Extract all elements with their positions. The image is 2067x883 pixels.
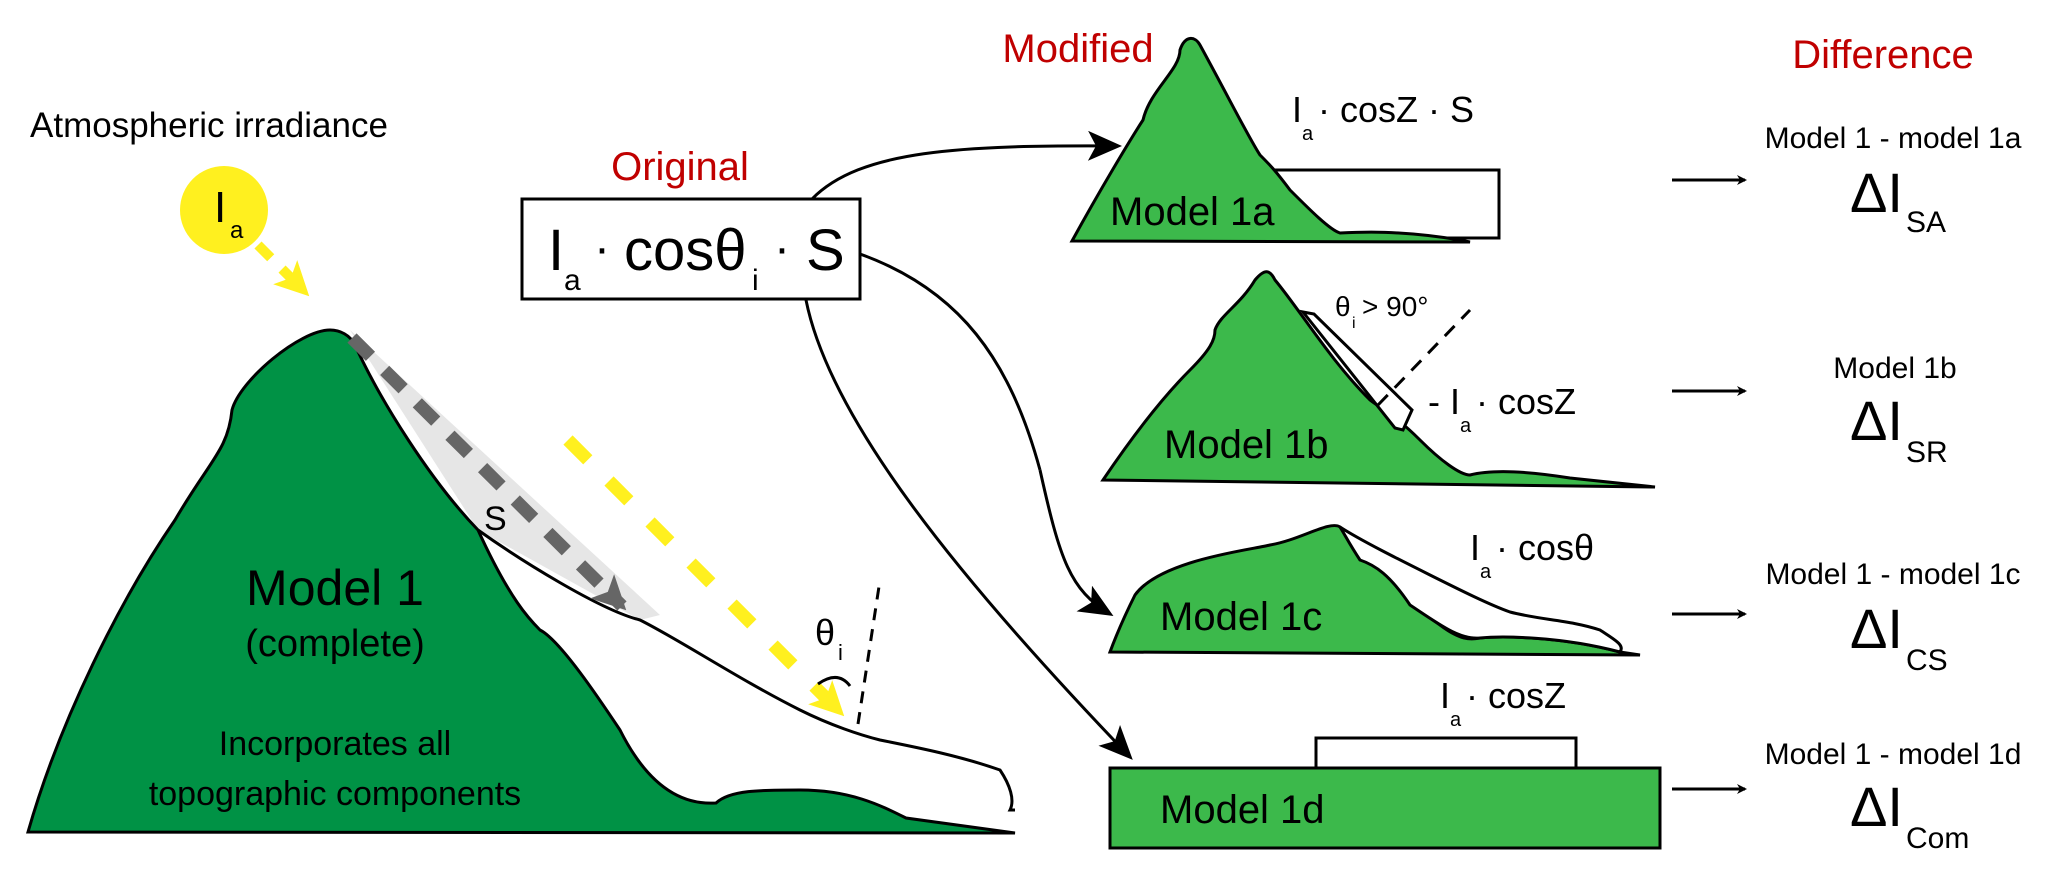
sun-symbol: I — [214, 183, 226, 232]
connector-to-model1c — [1038, 469, 1114, 617]
difference-caption: Model 1 - model 1c — [1765, 558, 2020, 591]
svg-text:I: I — [548, 218, 564, 283]
original-heading: Original — [611, 145, 749, 189]
difference-delta: ΔI — [1850, 775, 1903, 838]
model1c-formula: · cosθ — [1496, 527, 1594, 568]
incident-ray-arrow — [563, 435, 845, 717]
model1c-panel: Model 1c I a · cosθ — [1107, 524, 1641, 657]
model1b-condition-theta: θ — [1335, 291, 1351, 322]
original-formula-box — [520, 197, 862, 301]
connector-to-model1d — [804, 299, 1133, 760]
sun-ray-arrow — [254, 241, 310, 297]
model1-description-line1: Incorporates all — [219, 725, 451, 763]
model1-name: Model 1 — [246, 560, 424, 616]
model1b-name: Model 1b — [1164, 423, 1329, 467]
model1a-mountain — [1069, 37, 1471, 244]
svg-text:·: · — [774, 222, 790, 275]
sun-icon: I a — [180, 166, 268, 254]
difference-delta: ΔI — [1850, 389, 1903, 452]
svg-text:cosθ: cosθ — [624, 218, 747, 283]
theta-subscript: i — [838, 640, 843, 665]
svg-text:a: a — [1480, 561, 1492, 583]
slope-path-arrow — [347, 333, 627, 611]
difference-caption: Model 1 - model 1d — [1765, 738, 2022, 771]
theta-label: θ — [815, 612, 835, 653]
model1b-self-shade-box — [1299, 309, 1414, 432]
difference-subscript: Com — [1906, 822, 1969, 855]
surface-normal-line — [856, 579, 882, 725]
original-formula: I a · cosθ i · S — [548, 218, 845, 297]
model1-description-line2: topographic components — [149, 775, 521, 813]
model1d-raised-box — [1314, 736, 1578, 770]
difference-caption: Model 1b — [1833, 352, 1956, 385]
slope-label: S — [484, 500, 507, 538]
difference-item-sa: Model 1 - model 1a ΔI SA — [1672, 122, 2022, 239]
model1d-formula-I: I — [1440, 675, 1450, 716]
svg-text:a: a — [1302, 123, 1314, 145]
difference-item-com: Model 1 - model 1d ΔI Com — [1672, 738, 2021, 855]
model1b-condition: > 90° — [1362, 291, 1428, 322]
model1-qualifier: (complete) — [245, 623, 425, 665]
model1a-formula: · cosZ · S — [1318, 89, 1474, 130]
model1c-sky-region — [1338, 525, 1623, 654]
difference-delta: ΔI — [1850, 161, 1903, 224]
sun-subscript: a — [230, 217, 244, 244]
model1a-formula-I: I — [1292, 89, 1302, 130]
svg-text:·: · — [594, 222, 610, 275]
model1b-mountain — [1100, 270, 1656, 489]
model1a-name: Model 1a — [1110, 190, 1275, 234]
model1b-formula: · cosZ — [1476, 381, 1576, 422]
difference-item-cs: Model 1 - model 1c ΔI CS — [1672, 558, 2021, 677]
model1c-formula-I: I — [1470, 527, 1480, 568]
slope-shadow-region — [350, 330, 660, 620]
atmospheric-irradiance-title: Atmospheric irradiance — [30, 106, 388, 145]
connector-to-model1a — [810, 130, 1122, 201]
svg-text:i: i — [1352, 315, 1356, 332]
svg-text:a: a — [1450, 709, 1462, 731]
svg-text:a: a — [1460, 415, 1472, 437]
model1c-name: Model 1c — [1160, 595, 1322, 639]
model1a-panel: Model 1a I a · cosZ · S — [1069, 37, 1501, 244]
model1-mountain — [26, 328, 1016, 835]
difference-heading: Difference — [1792, 33, 1974, 77]
model1b-formula-prefix: - I — [1428, 381, 1460, 422]
model1d-flat-block — [1108, 766, 1662, 850]
difference-subscript: CS — [1906, 644, 1948, 677]
modified-heading: Modified — [1002, 27, 1153, 71]
svg-text:i: i — [752, 264, 759, 297]
difference-subscript: SA — [1906, 206, 1946, 239]
difference-item-sr: Model 1b ΔI SR — [1672, 352, 1957, 469]
model1d-formula: · cosZ — [1466, 675, 1566, 716]
model1b-panel: θ i > 90° Model 1b - I a · cosZ — [1100, 270, 1656, 489]
svg-text:S: S — [806, 218, 845, 283]
svg-text:a: a — [564, 264, 581, 297]
connector-to-model1b — [859, 252, 1042, 471]
difference-caption: Model 1 - model 1a — [1765, 122, 2022, 155]
model1d-panel: Model 1d I a · cosZ — [1108, 675, 1662, 850]
difference-subscript: SR — [1906, 436, 1948, 469]
model1d-name: Model 1d — [1160, 788, 1325, 832]
incidence-angle-arc — [817, 676, 852, 687]
difference-delta: ΔI — [1850, 597, 1903, 660]
